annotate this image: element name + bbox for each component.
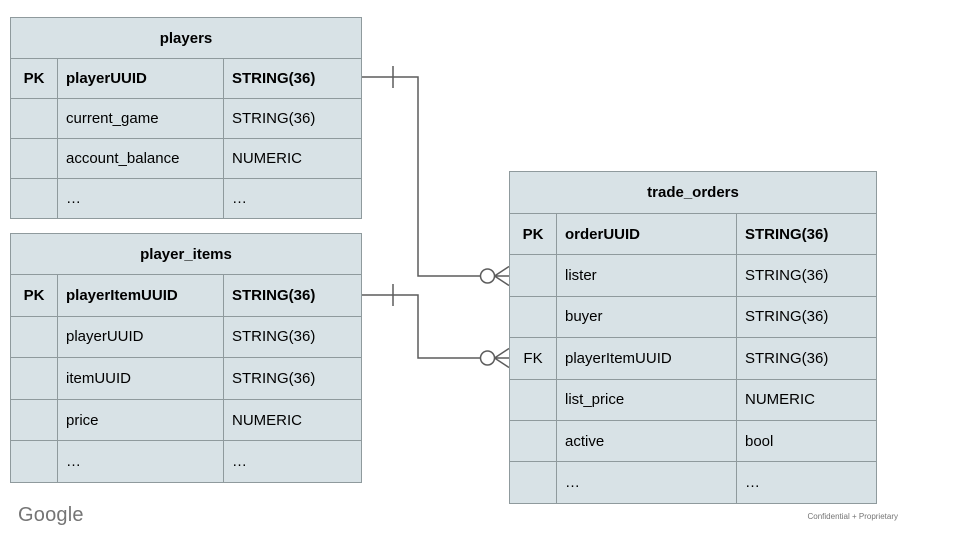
key-cell [510,462,556,502]
google-logo: Google [18,504,84,526]
key-cell [510,255,556,295]
field-name-cell: … [556,462,736,503]
field-type-cell: bool [736,420,876,462]
cardinality-zero-circle-icon [479,268,496,284]
field-name-cell: buyer [556,296,736,338]
table-row: …… [11,178,361,218]
table-row: …… [11,440,361,482]
table-title: trade_orders [647,184,739,201]
field-name-cell: … [57,441,223,482]
field-name-cell: playerItemUUID [57,275,223,316]
field-name-cell: lister [556,255,736,296]
key-cell: PK [23,286,45,304]
key-cell [11,179,57,218]
crow-foot-icon [494,265,510,287]
field-name-cell: list_price [556,379,736,420]
relationship-line [362,76,481,277]
field-type-cell: NUMERIC [223,399,361,441]
key-cell: FK [523,349,543,367]
field-type-cell: NUMERIC [223,139,361,178]
field-type-cell: STRING(36) [223,358,361,399]
field-name-cell: playerUUID [57,316,223,358]
field-name-cell: playerItemUUID [556,338,736,379]
key-cell: PK [522,225,544,243]
table-title: player_items [140,245,232,263]
field-name-cell: price [57,399,223,441]
key-cell [11,99,57,138]
field-type-cell: STRING(36) [223,316,361,358]
table-row: …… [510,461,876,503]
field-name-cell: current_game [57,99,223,138]
key-cell [510,380,556,420]
field-type-cell: STRING(36) [736,338,876,379]
field-name-cell: … [57,179,223,218]
field-name-cell: active [556,420,736,462]
field-name-cell: account_balance [57,139,223,178]
key-cell [510,297,556,337]
key-cell [11,400,57,441]
field-type-cell: … [736,462,876,503]
field-type-cell: STRING(36) [223,59,361,98]
field-type-cell: STRING(36) [736,214,876,255]
confidential-note: Confidential + Proprietary [807,512,899,521]
field-type-cell: STRING(36) [223,275,361,316]
field-type-cell: … [223,441,361,482]
field-type-cell: STRING(36) [223,99,361,138]
table-title: players [159,29,213,47]
field-type-cell: NUMERIC [736,379,876,420]
key-cell [510,421,556,461]
relationship-player-items-to-trade-orders [362,284,510,369]
field-name-cell: itemUUID [57,358,223,399]
key-cell: PK [23,70,45,87]
field-name-cell: orderUUID [556,214,736,255]
key-cell [11,358,57,399]
relationship-players-to-trade-orders [362,66,510,287]
key-cell [11,317,57,358]
relationship-line [362,294,481,359]
field-type-cell: … [223,179,361,218]
field-type-cell: STRING(36) [736,255,876,296]
field-name-cell: playerUUID [57,59,223,98]
field-type-cell: STRING(36) [736,296,876,338]
cardinality-zero-circle-icon [479,350,496,366]
crow-foot-icon [494,347,510,369]
key-cell [11,139,57,178]
key-cell [11,441,57,482]
